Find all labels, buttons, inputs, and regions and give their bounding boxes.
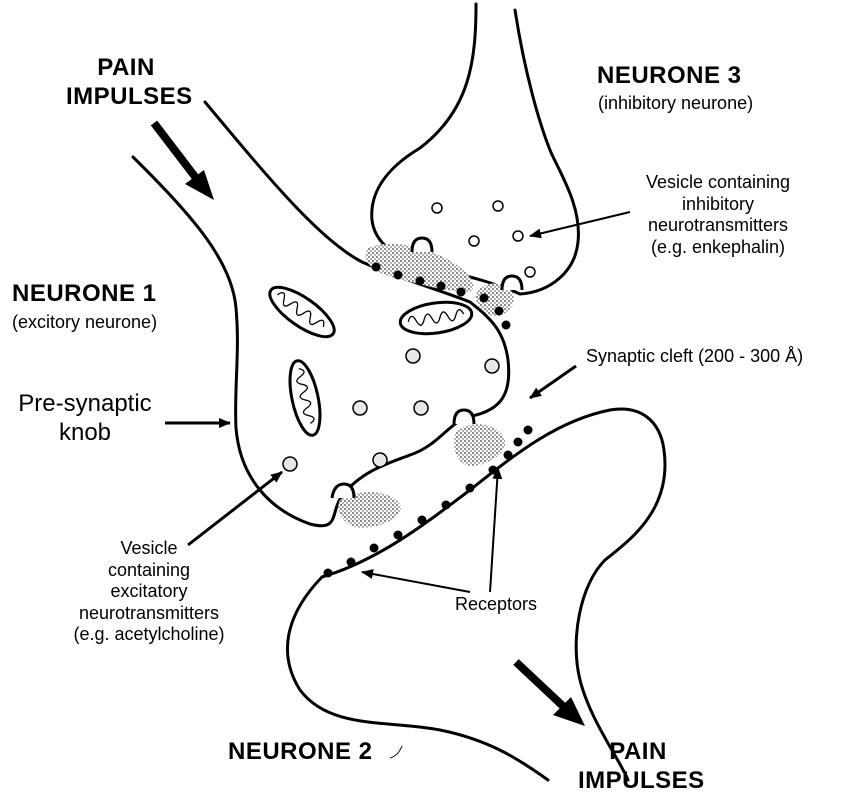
pain-impulses-out-label: PAIN IMPULSES <box>578 738 698 796</box>
receptor-dot <box>324 569 333 578</box>
neurone1-subtitle: (excitory neurone) <box>12 312 157 334</box>
receptor-dot <box>504 451 513 460</box>
impulses-word: IMPULSES <box>66 83 186 112</box>
receptor-dot <box>418 516 427 525</box>
vesicle-inhibitory-line1: Vesicle containing <box>612 172 824 194</box>
vesicle <box>353 401 367 415</box>
vesicle <box>513 231 523 241</box>
vesicle <box>469 236 479 246</box>
neurone3-title: NEURONE 3 <box>597 62 742 91</box>
vesicle <box>432 203 442 213</box>
receptor-dot <box>372 263 381 272</box>
vesicle <box>485 359 499 373</box>
vesicle-inhibitory-line4: (e.g. enkephalin) <box>612 237 824 259</box>
vesicle <box>493 201 503 211</box>
fusing-vesicle <box>454 410 474 424</box>
vesicle-excitatory-line2: containing <box>54 560 244 582</box>
receptor-dot <box>347 558 356 567</box>
vesicle <box>414 401 428 415</box>
mitochondrion-3 <box>284 358 325 438</box>
pointer-excit-vesicle <box>188 472 282 545</box>
receptor-dot <box>394 271 403 280</box>
pointer-receptor-b <box>490 468 498 592</box>
neurone2-title: NEURONE 2 <box>228 738 373 767</box>
receptor-dot <box>442 501 451 510</box>
neurone3-subtitle: (inhibitory neurone) <box>598 93 753 115</box>
vesicle <box>373 453 387 467</box>
receptor-dot <box>437 282 446 291</box>
pain-word-out: PAIN <box>578 738 698 767</box>
vesicle <box>283 457 297 471</box>
pain-word: PAIN <box>66 54 186 83</box>
vesicle-excitatory-label: Vesicle containing excitatory neurotrans… <box>54 538 244 646</box>
receptor-dot <box>480 294 489 303</box>
receptor-dot <box>466 484 475 493</box>
receptor-dot <box>489 466 498 475</box>
receptor-dot <box>495 307 504 316</box>
mitochondrion-1 <box>263 279 341 346</box>
fusing-vesicle <box>332 484 354 498</box>
vesicle <box>525 267 535 277</box>
vesicle-inhibitory-label: Vesicle containing inhibitory neurotrans… <box>612 172 824 258</box>
vesicle-excitatory-line4: neurotransmitters <box>54 603 244 625</box>
mitochondrion-2 <box>398 298 473 338</box>
vesicle-inhibitory-line3: neurotransmitters <box>612 215 824 237</box>
fusing-vesicle <box>502 276 522 290</box>
receptor-dot <box>514 438 523 447</box>
fusing-vesicle <box>412 238 432 252</box>
pointer-receptor-a <box>362 572 470 592</box>
pain-impulses-in-label: PAIN IMPULSES <box>66 54 186 112</box>
receptor-dot <box>394 531 403 540</box>
synaptic-cleft-label: Synaptic cleft (200 - 300 Å) <box>586 346 803 368</box>
ink-squiggle <box>390 746 402 758</box>
receptor-dot <box>416 277 425 286</box>
presynaptic-knob-label: Pre-synaptic knob <box>10 390 160 448</box>
presynaptic-line2: knob <box>10 419 160 448</box>
neurone1-title: NEURONE 1 <box>12 280 157 309</box>
vesicle-excitatory-line3: excitatory <box>54 581 244 603</box>
vesicle <box>406 349 420 363</box>
vesicle-inhibitory-line2: inhibitory <box>612 194 824 216</box>
receptors-label: Receptors <box>455 594 537 616</box>
vesicle-excitatory-line5: (e.g. acetylcholine) <box>54 624 244 646</box>
pointer-cleft <box>530 366 576 398</box>
receptor-dot <box>370 544 379 553</box>
receptor-dot <box>457 288 466 297</box>
presynaptic-line1: Pre-synaptic <box>10 390 160 419</box>
impulses-word-out: IMPULSES <box>578 767 698 796</box>
receptor-dot <box>502 321 511 330</box>
pain-arrow-out <box>516 662 585 726</box>
receptor-dot <box>524 426 533 435</box>
vesicle-excitatory-line1: Vesicle <box>54 538 244 560</box>
transmitter-cloud-middle <box>454 424 505 466</box>
